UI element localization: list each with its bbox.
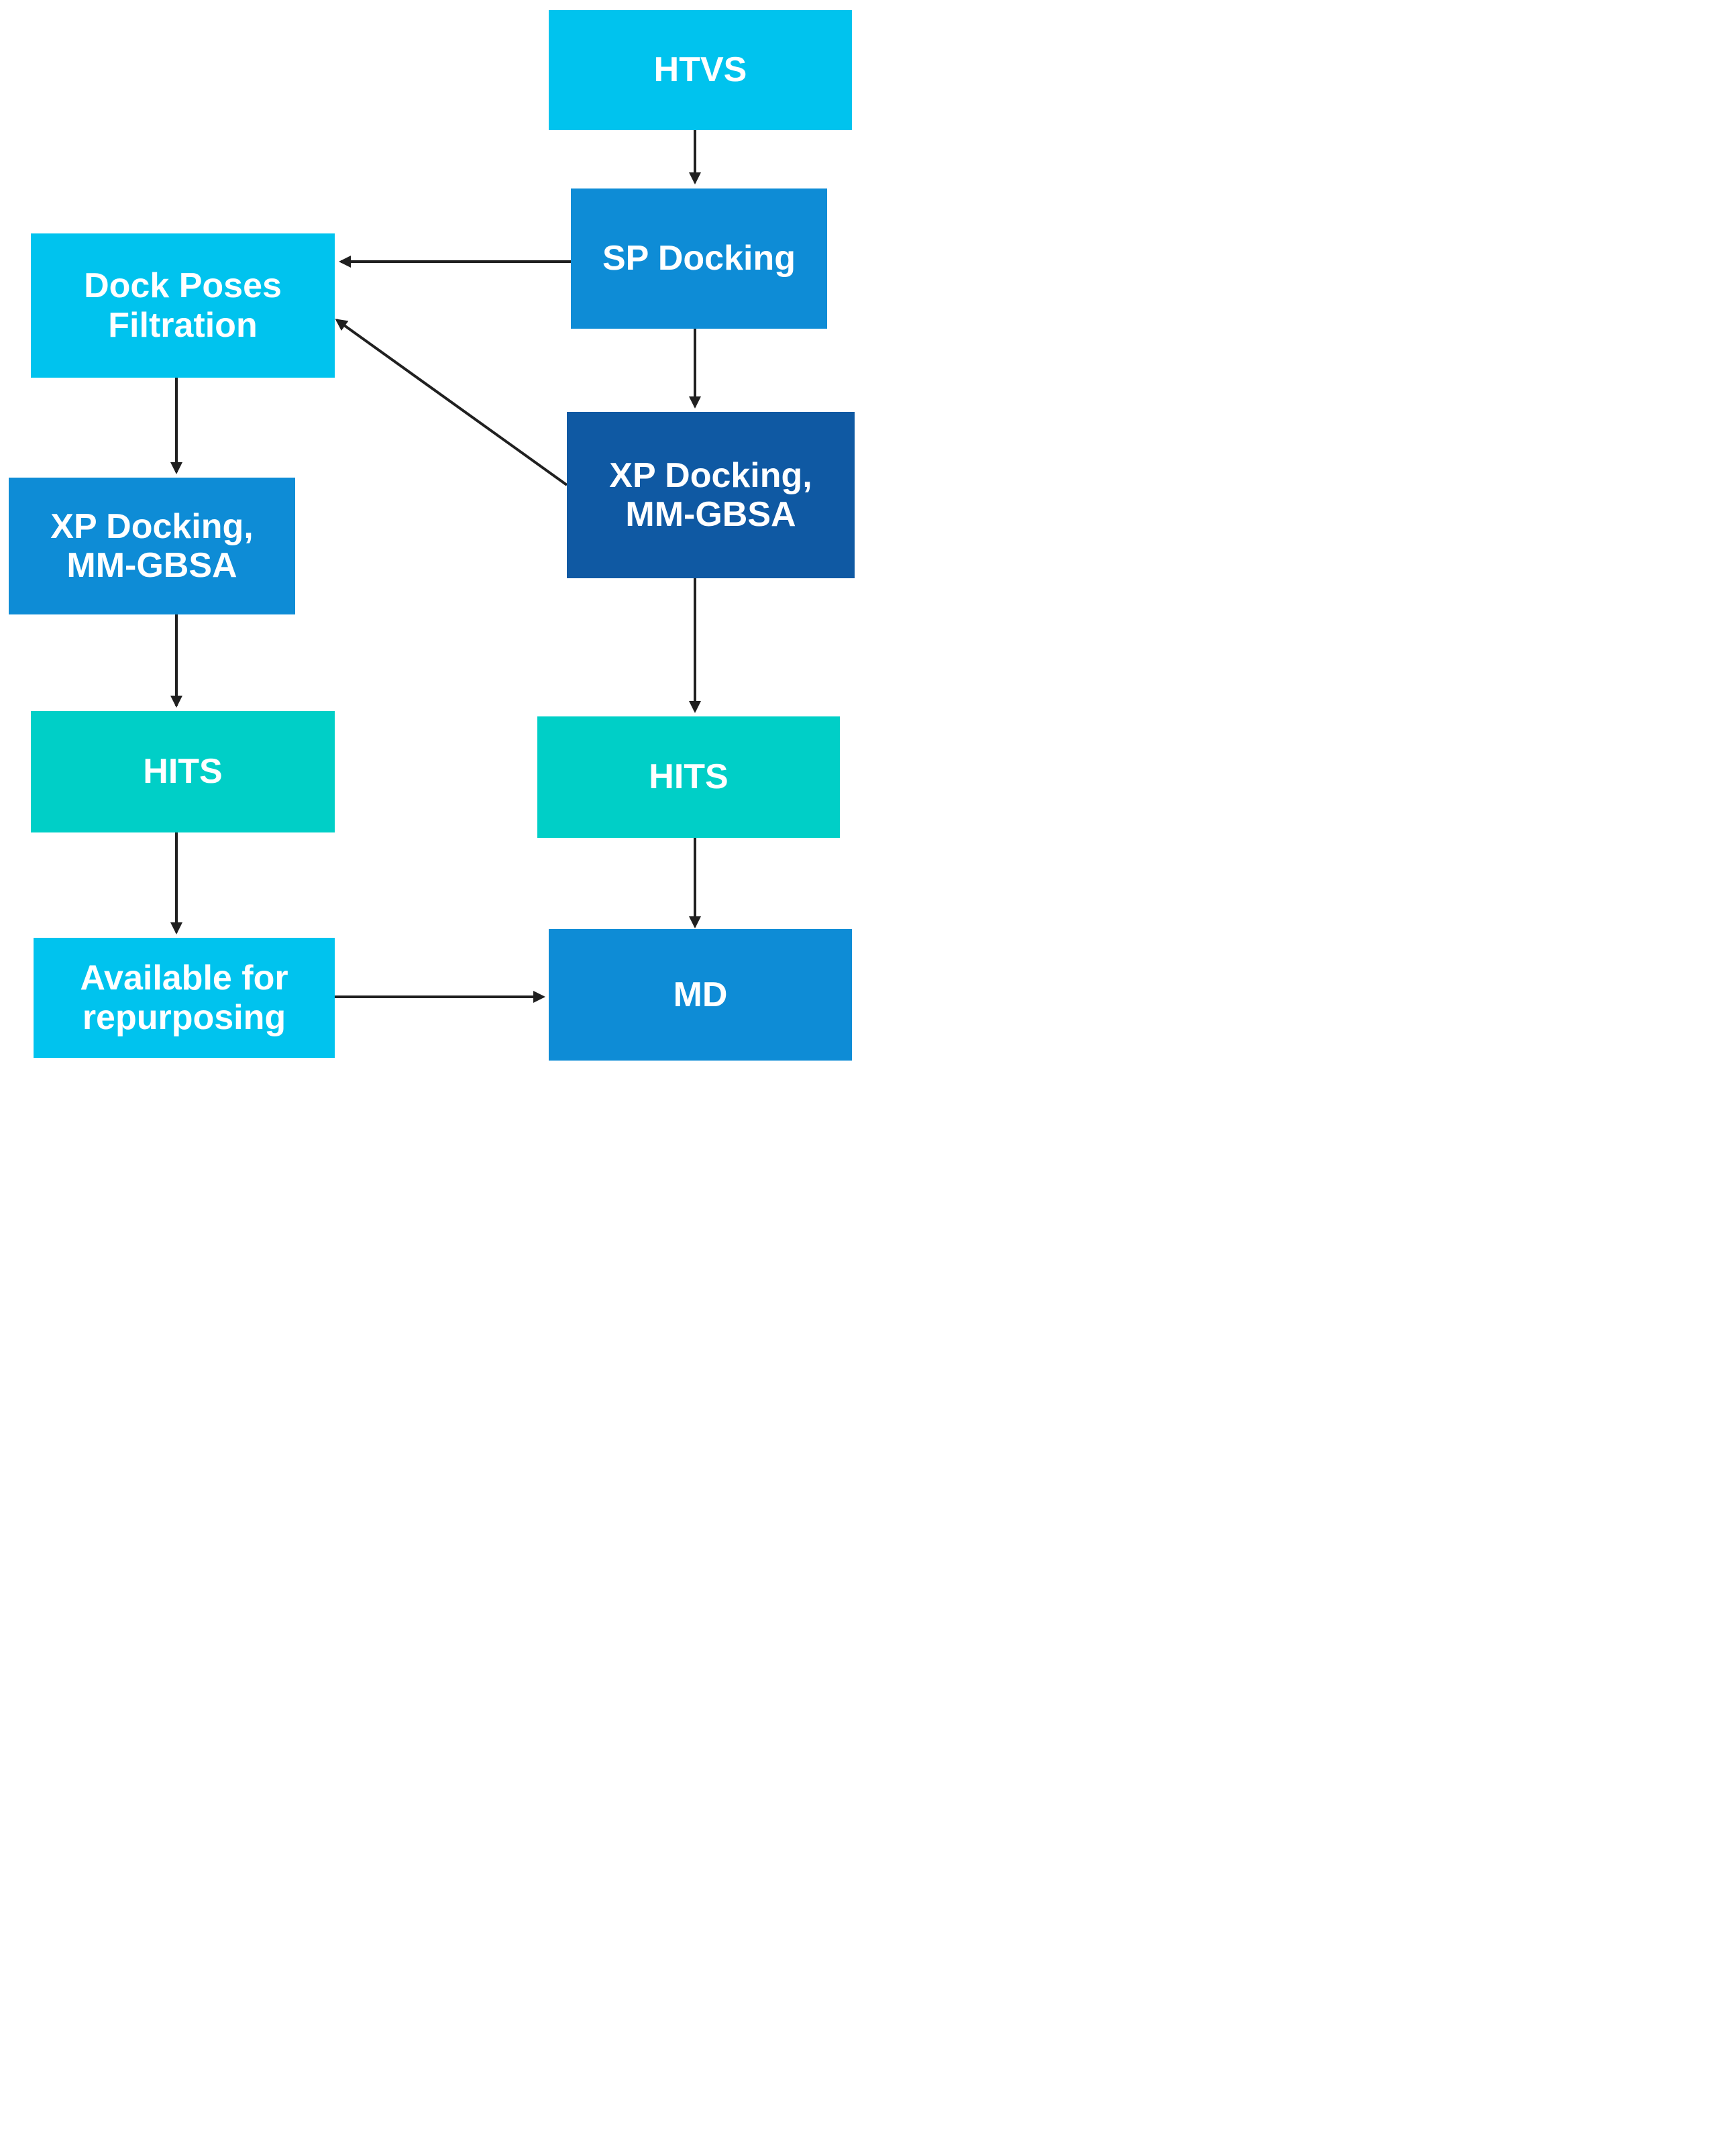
node-xp-docking-mmgbsa-right-label: XP Docking, MM-GBSA (609, 455, 812, 534)
node-sp-docking: SP Docking (571, 188, 827, 329)
node-htvs-label: HTVS (653, 50, 747, 90)
node-available-for-repurposing-label: Available for repurposing (80, 959, 288, 1037)
node-dock-poses-filtration-label: Dock Poses Filtration (84, 266, 282, 345)
node-available-for-repurposing: Available for repurposing (34, 938, 335, 1058)
node-md-label: MD (673, 975, 728, 1014)
node-htvs: HTVS (549, 10, 852, 130)
node-hits-left: HITS (31, 711, 335, 832)
node-xp-docking-mmgbsa-left: XP Docking, MM-GBSA (9, 478, 295, 614)
node-sp-docking-label: SP Docking (602, 239, 796, 278)
node-md: MD (549, 929, 852, 1061)
node-hits-right-label: HITS (649, 757, 729, 797)
arrow-xp-docking-right-to-dock-poses (335, 319, 568, 486)
flowchart-canvas: HTVS SP Docking Dock Poses Filtration XP… (0, 0, 862, 1078)
node-hits-left-label: HITS (143, 752, 223, 792)
node-dock-poses-filtration: Dock Poses Filtration (31, 233, 335, 378)
node-xp-docking-mmgbsa-right: XP Docking, MM-GBSA (567, 412, 855, 578)
node-xp-docking-mmgbsa-left-label: XP Docking, MM-GBSA (50, 506, 254, 585)
node-hits-right: HITS (537, 716, 840, 838)
